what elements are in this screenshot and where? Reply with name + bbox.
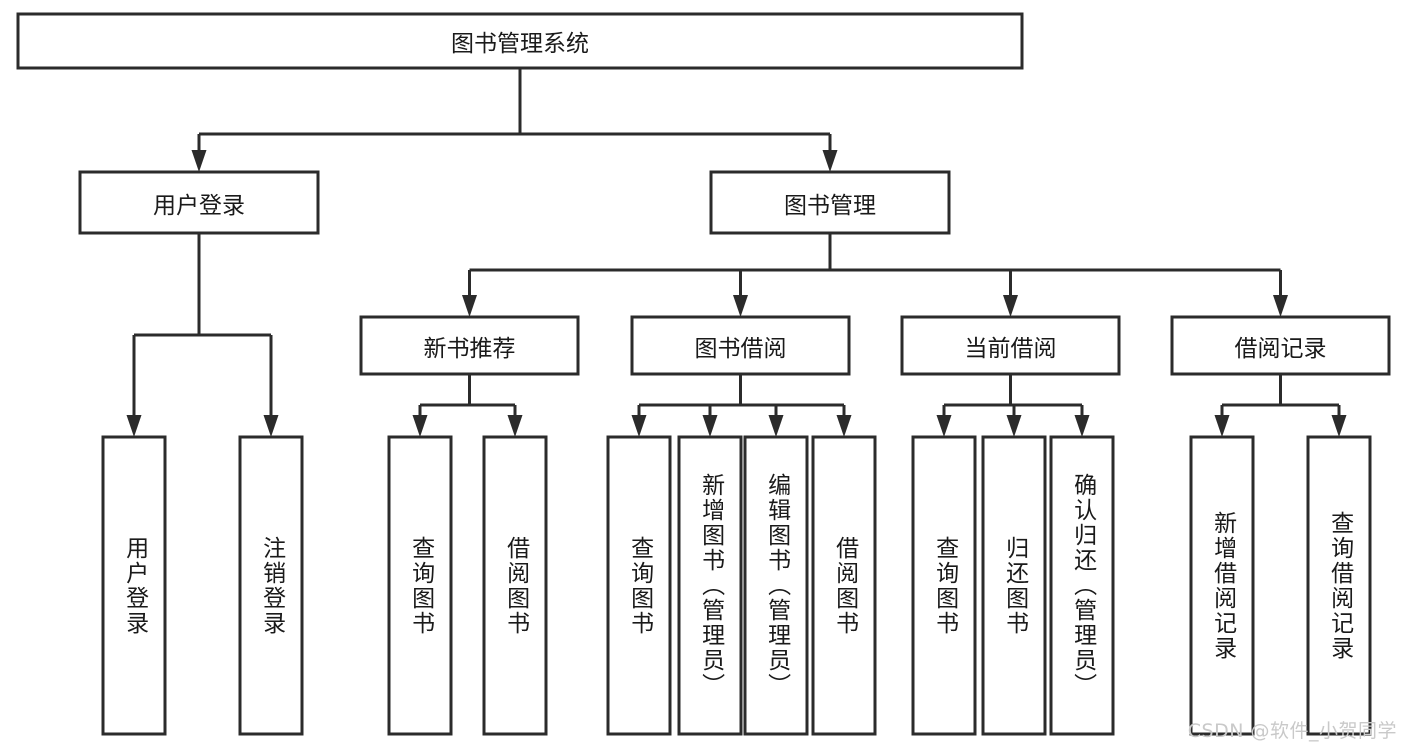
node-box-leaf_bb_add[interactable] bbox=[677, 435, 743, 736]
connector-group bbox=[462, 233, 1288, 317]
connector-group bbox=[126, 233, 279, 437]
node-box-leaf_bb_borrow[interactable] bbox=[811, 435, 877, 736]
arrow-head-icon bbox=[702, 415, 718, 437]
node-box-leaf_bb_edit[interactable] bbox=[743, 435, 809, 736]
connector-group bbox=[631, 374, 852, 437]
connector-group bbox=[1214, 374, 1347, 437]
arrow-head-icon bbox=[191, 150, 207, 172]
node-box-borrow_record[interactable] bbox=[1170, 315, 1391, 376]
node-box-root[interactable] bbox=[16, 12, 1024, 70]
arrow-head-icon bbox=[836, 415, 852, 437]
csdn-watermark: CSDN @软件_小贺同学 bbox=[1187, 720, 1397, 742]
arrow-head-icon bbox=[1006, 415, 1022, 437]
node-box-leaf_bb_query[interactable] bbox=[606, 435, 672, 736]
node-box-leaf_cb_confirm[interactable] bbox=[1049, 435, 1115, 736]
node-box-leaf_br_add[interactable] bbox=[1189, 435, 1255, 736]
connector-group bbox=[191, 68, 838, 172]
arrow-head-icon bbox=[412, 415, 428, 437]
arrow-head-icon bbox=[263, 415, 279, 437]
connector-layer bbox=[126, 68, 1347, 437]
arrow-head-icon bbox=[733, 295, 748, 317]
node-box-book_borrow[interactable] bbox=[630, 315, 851, 376]
arrow-head-icon bbox=[1331, 415, 1347, 437]
connector-group bbox=[936, 374, 1090, 437]
arrow-head-icon bbox=[768, 415, 784, 437]
node-box-leaf_cb_return[interactable] bbox=[981, 435, 1047, 736]
arrow-head-icon bbox=[1003, 295, 1018, 317]
node-box-leaf_user_login[interactable] bbox=[101, 435, 167, 736]
node-box-leaf_rec_borrow[interactable] bbox=[482, 435, 548, 736]
arrow-head-icon bbox=[936, 415, 952, 437]
node-box-leaf_user_logout[interactable] bbox=[238, 435, 304, 736]
arrow-head-icon bbox=[1273, 295, 1288, 317]
node-box-current_borrow[interactable] bbox=[900, 315, 1121, 376]
arrow-head-icon bbox=[126, 415, 142, 437]
node-box-new_book_rec[interactable] bbox=[359, 315, 580, 376]
arrow-head-icon bbox=[462, 295, 477, 317]
node-box-leaf_rec_query[interactable] bbox=[387, 435, 453, 736]
arrow-head-icon bbox=[1074, 415, 1090, 437]
arrow-head-icon bbox=[822, 150, 838, 172]
arrow-head-icon bbox=[631, 415, 647, 437]
node-box-user_login[interactable] bbox=[78, 170, 320, 235]
node-box-leaf_cb_query[interactable] bbox=[911, 435, 977, 736]
connector-group bbox=[412, 374, 523, 437]
arrow-head-icon bbox=[507, 415, 523, 437]
node-box-leaf_br_query[interactable] bbox=[1306, 435, 1372, 736]
node-box-book_mgmt[interactable] bbox=[709, 170, 951, 235]
node-layer bbox=[16, 12, 1391, 736]
arrow-head-icon bbox=[1214, 415, 1230, 437]
